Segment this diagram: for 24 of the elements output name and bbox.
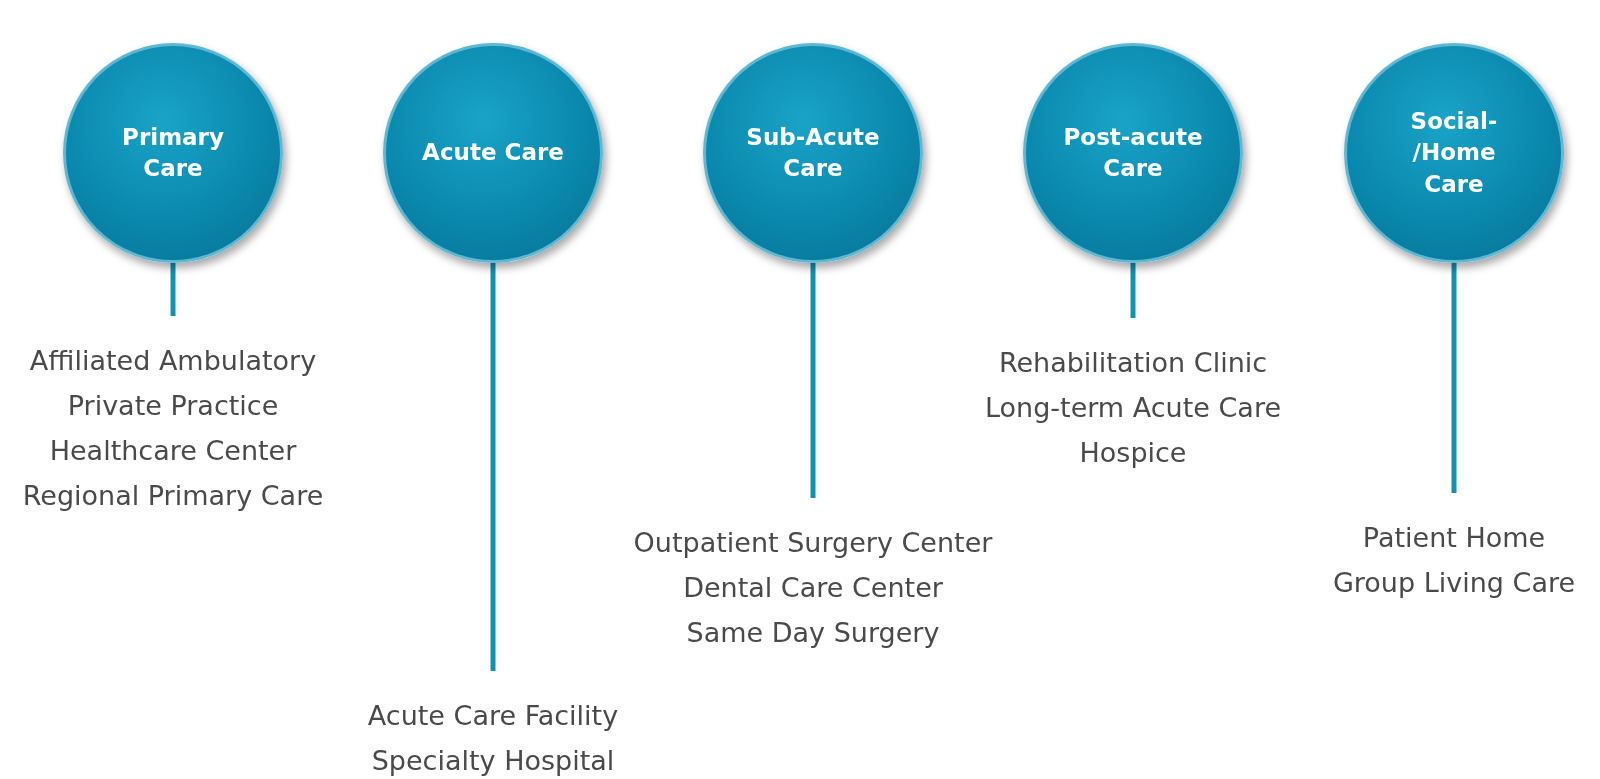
stage-title: Post-acute Care (1062, 122, 1204, 183)
stage-title: Social- /Home Care (1409, 107, 1499, 199)
facility-label: Affiliated Ambulatory (29, 344, 317, 378)
facility-label: Outpatient Surgery Center (633, 526, 993, 560)
connector-line (490, 263, 496, 671)
connector-line (170, 263, 176, 316)
facility-label: Dental Care Center (683, 571, 943, 605)
stage-title: Primary Care (121, 122, 225, 183)
facility-label: Healthcare Center (49, 434, 297, 468)
connector-line (1451, 263, 1457, 493)
facility-label: Patient Home (1362, 521, 1546, 555)
facility-label: Same Day Surgery (686, 616, 940, 650)
facility-label: Hospice (1079, 436, 1187, 470)
connector-line (1130, 263, 1136, 318)
facility-label: Specialty Hospital (371, 744, 615, 778)
connector-line (810, 263, 816, 498)
facility-label: Acute Care Facility (367, 699, 619, 733)
facility-label: Group Living Care (1332, 566, 1576, 600)
facility-label: Long-term Acute Care (984, 391, 1281, 425)
facility-label: Rehabilitation Clinic (998, 346, 1268, 380)
facility-label: Regional Primary Care (22, 479, 324, 513)
stage-title: Sub-Acute Care (745, 122, 881, 183)
stage-title: Acute Care (421, 138, 565, 168)
facility-label: Private Practice (67, 389, 279, 423)
